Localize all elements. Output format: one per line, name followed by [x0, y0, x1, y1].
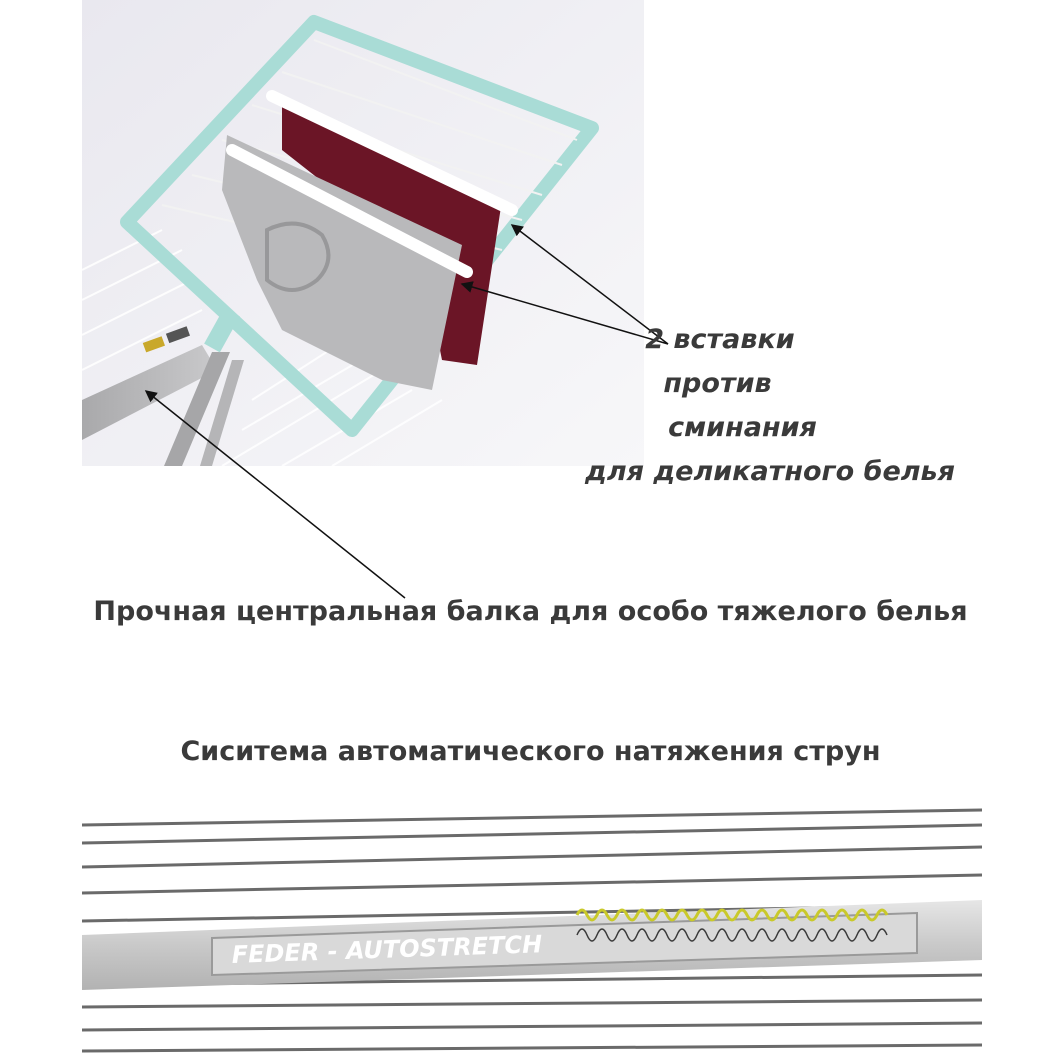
callout-anti-wrinkle: 2 вставки против сминания для деликатног…	[560, 318, 980, 494]
caption-tension-system: Сиситема автоматического натяжения струн	[180, 736, 881, 767]
tension-system-illustration: FEDER - AUTOSTRETCH	[82, 795, 982, 1061]
insert-lower	[226, 144, 473, 278]
arrow-insert-upper	[510, 224, 669, 345]
arrow-insert-lower	[460, 281, 669, 345]
callout-line-1: 2 вставки	[645, 324, 795, 355]
grey-cloth	[222, 135, 462, 390]
caption-central-beam: Прочная центральная балка для особо тяже…	[93, 596, 968, 627]
product-photo-top	[82, 0, 644, 466]
spring	[575, 908, 889, 922]
callout-line-2: против	[663, 368, 772, 399]
dryer-wing-illustration	[82, 0, 644, 466]
insert-upper	[266, 90, 518, 216]
wing-frame	[120, 15, 599, 437]
callout-line-3: сминания	[668, 412, 817, 443]
arrow-central-beam	[144, 390, 406, 599]
product-photo-bottom: FEDER - AUTOSTRETCH	[82, 795, 982, 1061]
callout-line-4: для деликатного белья	[585, 456, 955, 487]
